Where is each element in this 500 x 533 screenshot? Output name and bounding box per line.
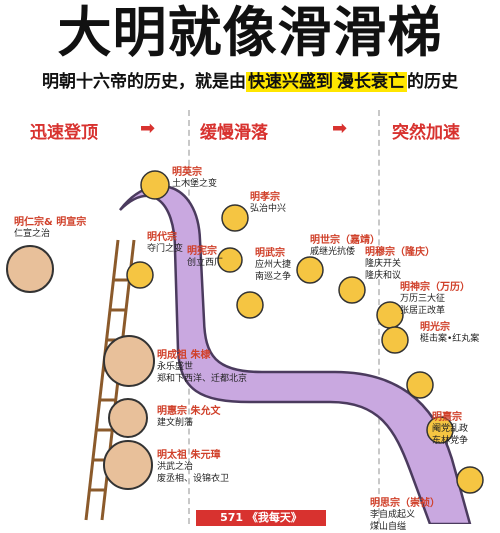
- emperor-label: 明孝宗弘治中兴: [250, 192, 287, 214]
- emperor-label: 明宪宗创立西厂: [187, 246, 224, 268]
- avatar: [108, 398, 148, 438]
- arrow-right-icon: ➡: [332, 118, 348, 139]
- emperor-label: 明光宗梃击案•红丸案: [420, 322, 480, 344]
- avatar: [103, 335, 155, 387]
- phase-label-rise: 迅速登顶: [30, 123, 98, 143]
- arrow-right-icon: ➡: [140, 118, 156, 139]
- emperor-label: 明世宗（嘉靖）戚继光抗倭: [310, 235, 380, 257]
- subtitle-part1: 明朝十六帝的历史，就是由: [42, 72, 246, 92]
- slide-shape: [119, 184, 472, 524]
- subtitle-part2: 的历史: [407, 72, 458, 92]
- emperor-label: 明代宗夺门之变: [147, 232, 184, 254]
- cartoon-figures: [126, 170, 484, 494]
- avatar: [6, 245, 54, 293]
- emperor-label: 明思宗（崇祯）李自成起义 煤山自缢: [370, 498, 440, 532]
- emperor-label: 明神宗（万历）万历三大征 张居正改革: [400, 282, 470, 316]
- emperor-label: 明惠宗 朱允文建文削藩: [157, 406, 221, 428]
- subtitle-highlight2: 漫长衰亡: [335, 72, 407, 92]
- phase-label-collapse: 突然加速: [392, 123, 460, 143]
- emperor-label: 明英宗土木堡之变: [172, 167, 218, 189]
- subtitle: 明朝十六帝的历史，就是由快速兴盛到漫长衰亡的历史: [0, 70, 500, 94]
- phase-label-decline: 缓慢滑落: [200, 123, 268, 143]
- emperor-label: 明穆宗（隆庆）隆庆开关 隆庆和议: [365, 247, 435, 281]
- avatar: [103, 440, 153, 490]
- subtitle-highlight1: 快速兴盛到: [246, 72, 335, 92]
- emperor-label: 明仁宗& 明宣宗仁宣之治: [14, 217, 87, 239]
- emperor-label: 明武宗应州大捷 南巡之争: [255, 248, 292, 282]
- bottom-banner: 571 《我每天》: [196, 510, 326, 526]
- emperor-label: 明太祖 朱元璋洪武之治 废丞相、设锦衣卫: [157, 450, 230, 484]
- emperor-label: 明熹宗阉党乱政 东林党争: [432, 412, 469, 446]
- emperor-label: 明成祖 朱棣永乐盛世 郑和下西洋、迁都北京: [157, 350, 248, 384]
- page-title: 大明就像滑滑梯: [57, 1, 443, 64]
